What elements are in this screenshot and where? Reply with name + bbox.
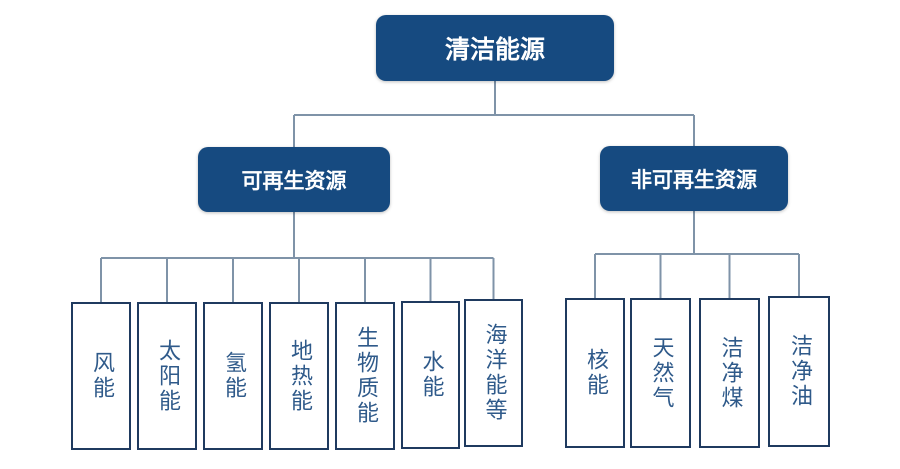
leaf-node: 地热能: [269, 302, 329, 450]
leaf-node: 洁净煤: [699, 298, 760, 448]
leaf-node: 海洋能等: [464, 299, 523, 447]
leaf-label: 太阳能: [155, 338, 180, 414]
leaf-label: 水能: [418, 350, 444, 400]
leaf-label: 氢能: [221, 351, 246, 401]
leaf-node: 洁净油: [768, 296, 830, 447]
leaf-node: 风能: [71, 302, 131, 450]
branch-nonrenewable: 非可再生资源: [600, 146, 788, 211]
leaf-label: 生物质能: [353, 326, 378, 426]
branch-renewable: 可再生资源: [198, 147, 390, 212]
leaf-node: 水能: [401, 301, 460, 449]
leaf-label: 洁净煤: [717, 335, 743, 411]
leaf-label: 天然气: [648, 335, 674, 411]
leaf-node: 太阳能: [137, 302, 197, 450]
branch-nonrenewable-label: 非可再生资源: [631, 167, 757, 192]
leaf-node: 核能: [565, 298, 625, 448]
leaf-label: 风能: [89, 351, 114, 401]
branch-renewable-label: 可再生资源: [241, 168, 347, 193]
leaf-label: 海洋能等: [481, 323, 507, 423]
leaf-node: 天然气: [630, 298, 691, 448]
leaf-label: 地热能: [287, 338, 312, 414]
leaf-node: 生物质能: [335, 302, 395, 450]
leaf-label: 核能: [583, 348, 608, 398]
leaf-node: 氢能: [203, 302, 263, 450]
leaf-label: 洁净油: [787, 334, 812, 409]
root-label: 清洁能源: [444, 35, 545, 64]
root-node: 清洁能源: [376, 15, 614, 81]
